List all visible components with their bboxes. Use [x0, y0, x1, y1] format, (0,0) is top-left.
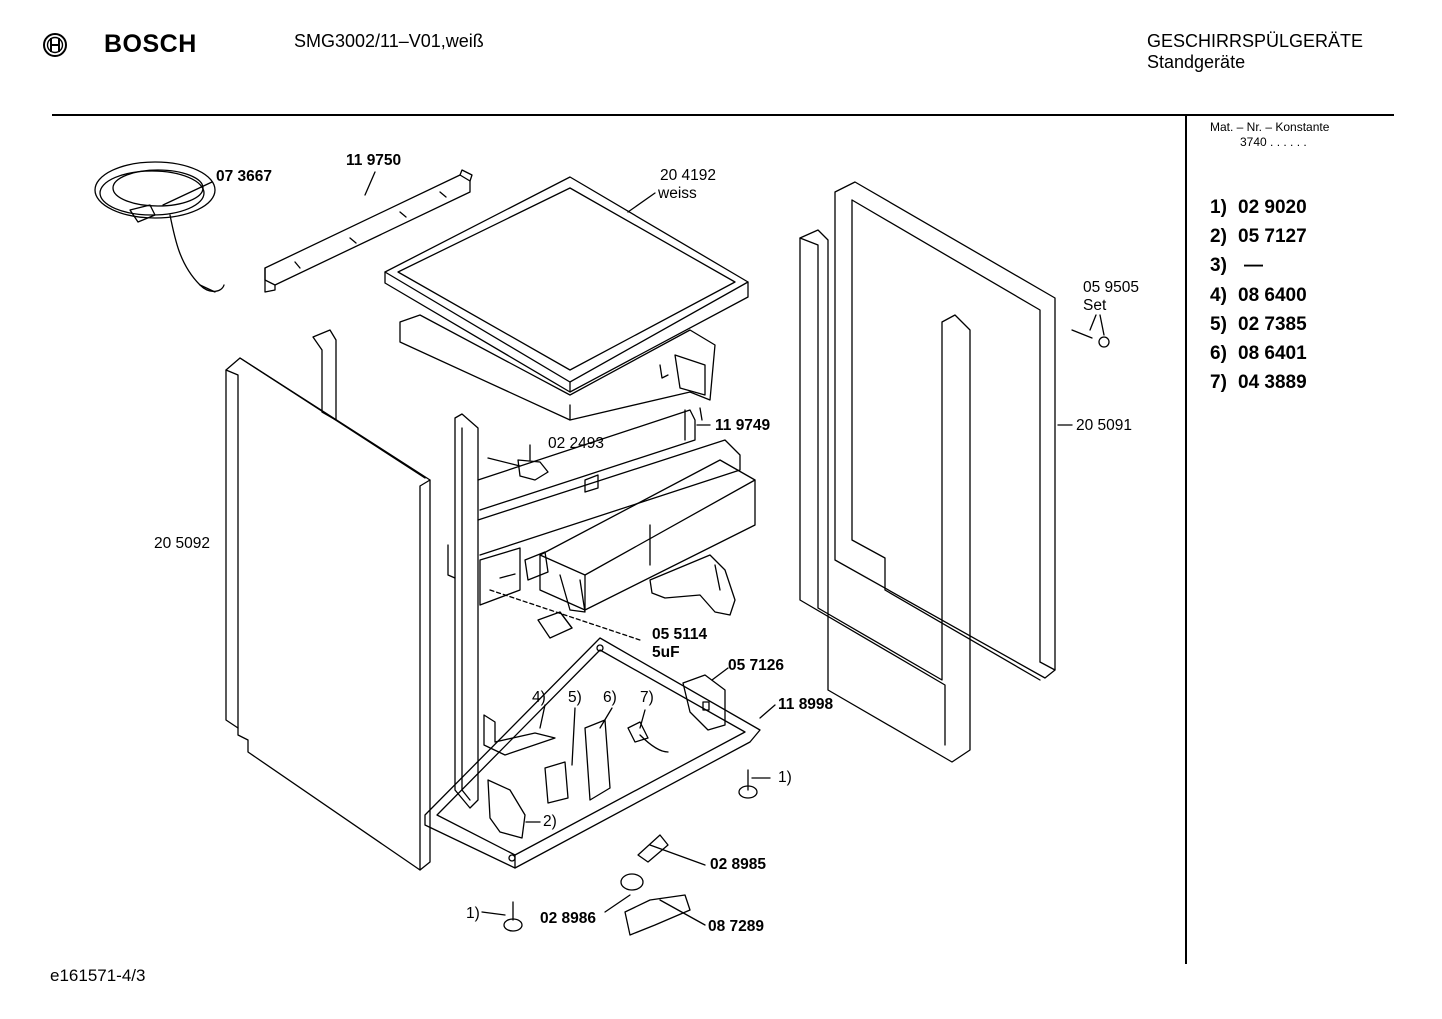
callout-label: 20 5091: [1076, 417, 1133, 434]
ref-number: 5): [1210, 314, 1227, 335]
sidebar-divider: [1185, 114, 1187, 964]
power-cable: [95, 162, 224, 292]
konstante-label: Mat. – Nr. – Konstante: [1210, 120, 1330, 134]
list-item: 3) —: [1210, 255, 1263, 277]
callout-label: 11 8998: [778, 696, 834, 713]
callout-label: weiss: [658, 185, 697, 202]
base-frame: [425, 638, 760, 868]
callout-label: Set: [1083, 297, 1107, 314]
callout-label: 5uF: [652, 644, 680, 661]
capacitor: [490, 590, 640, 640]
insulation-mat: [400, 315, 715, 420]
dispenser-box: [525, 460, 755, 612]
heater-parts: [605, 835, 705, 935]
callout-label: 02 2493: [548, 435, 605, 452]
callout-label: 6): [603, 689, 617, 706]
konstante-value: 3740 . . . . . .: [1240, 135, 1307, 149]
small-parts: [484, 705, 668, 838]
callout-label: 02 8985: [710, 856, 767, 873]
callout-label: 08 7289: [708, 918, 765, 935]
callout-label: 02 8986: [540, 910, 597, 927]
adjustable-foot: [504, 770, 757, 931]
callout-label: 4): [532, 689, 546, 706]
bosch-logo-icon: [43, 33, 67, 57]
list-item: 7) 04 3889: [1210, 372, 1307, 394]
category-subtitle: Standgeräte: [1147, 52, 1246, 72]
callout-label: 05 5114: [652, 626, 708, 643]
callout-label: 5): [568, 689, 582, 706]
worktop: [385, 177, 748, 392]
callout-label: 20 4192: [660, 167, 717, 184]
drain-duct: [650, 555, 735, 615]
header-divider: [52, 114, 1394, 116]
part-code: 02 7385: [1238, 314, 1307, 335]
ref-number: 6): [1210, 343, 1227, 364]
callout-label: 05 9505: [1083, 279, 1140, 296]
ref-number: 7): [1210, 372, 1227, 393]
callout-label: 20 5092: [154, 535, 211, 552]
callout-label: 05 7126: [728, 657, 785, 674]
ref-number: 2): [1210, 226, 1227, 247]
part-code: —: [1244, 255, 1263, 276]
top-rail: [265, 170, 472, 292]
callout-label: 2): [543, 813, 557, 830]
callout-label: 11 9750: [346, 152, 402, 169]
list-item: 2) 05 7127: [1210, 226, 1307, 248]
screw-set: [1072, 315, 1109, 347]
callout-label: 11 9749: [715, 417, 771, 434]
list-item: 1) 02 9020: [1210, 197, 1307, 219]
list-item: 5) 02 7385: [1210, 314, 1307, 336]
parts-list: 1) 02 9020 2) 05 7127 3) — 4) 08 6400 5) 02 7…: [1210, 197, 1370, 397]
list-item: 6) 08 6401: [1210, 343, 1307, 365]
fixing-clip: [488, 445, 548, 480]
left-side-panel: [226, 358, 455, 870]
part-code: 05 7127: [1238, 226, 1307, 247]
ref-number: 4): [1210, 285, 1227, 306]
control-panel: [478, 408, 740, 605]
list-item: 4) 08 6400: [1210, 285, 1307, 307]
mounting-bracket: [683, 675, 725, 730]
brand-name: BOSCH: [104, 30, 197, 58]
right-side-panel: [800, 182, 1055, 762]
callout-label: 1): [466, 905, 480, 922]
part-code: 04 3889: [1238, 372, 1307, 393]
part-code: 08 6401: [1238, 343, 1307, 364]
part-code: 08 6400: [1238, 285, 1307, 306]
drawing-code: e161571-4/3: [50, 966, 146, 985]
left-upright: [313, 330, 478, 808]
callout-label: 07 3667: [216, 168, 273, 185]
part-code: 02 9020: [1238, 197, 1307, 218]
category-title: GESCHIRRSPÜLGERÄTE: [1147, 31, 1364, 51]
ref-number: 3): [1210, 255, 1227, 276]
model-number: SMG3002/11–V01,weiß: [294, 31, 484, 51]
callout-label: 7): [640, 689, 654, 706]
ref-number: 1): [1210, 197, 1227, 218]
callout-label: 1): [778, 769, 792, 786]
